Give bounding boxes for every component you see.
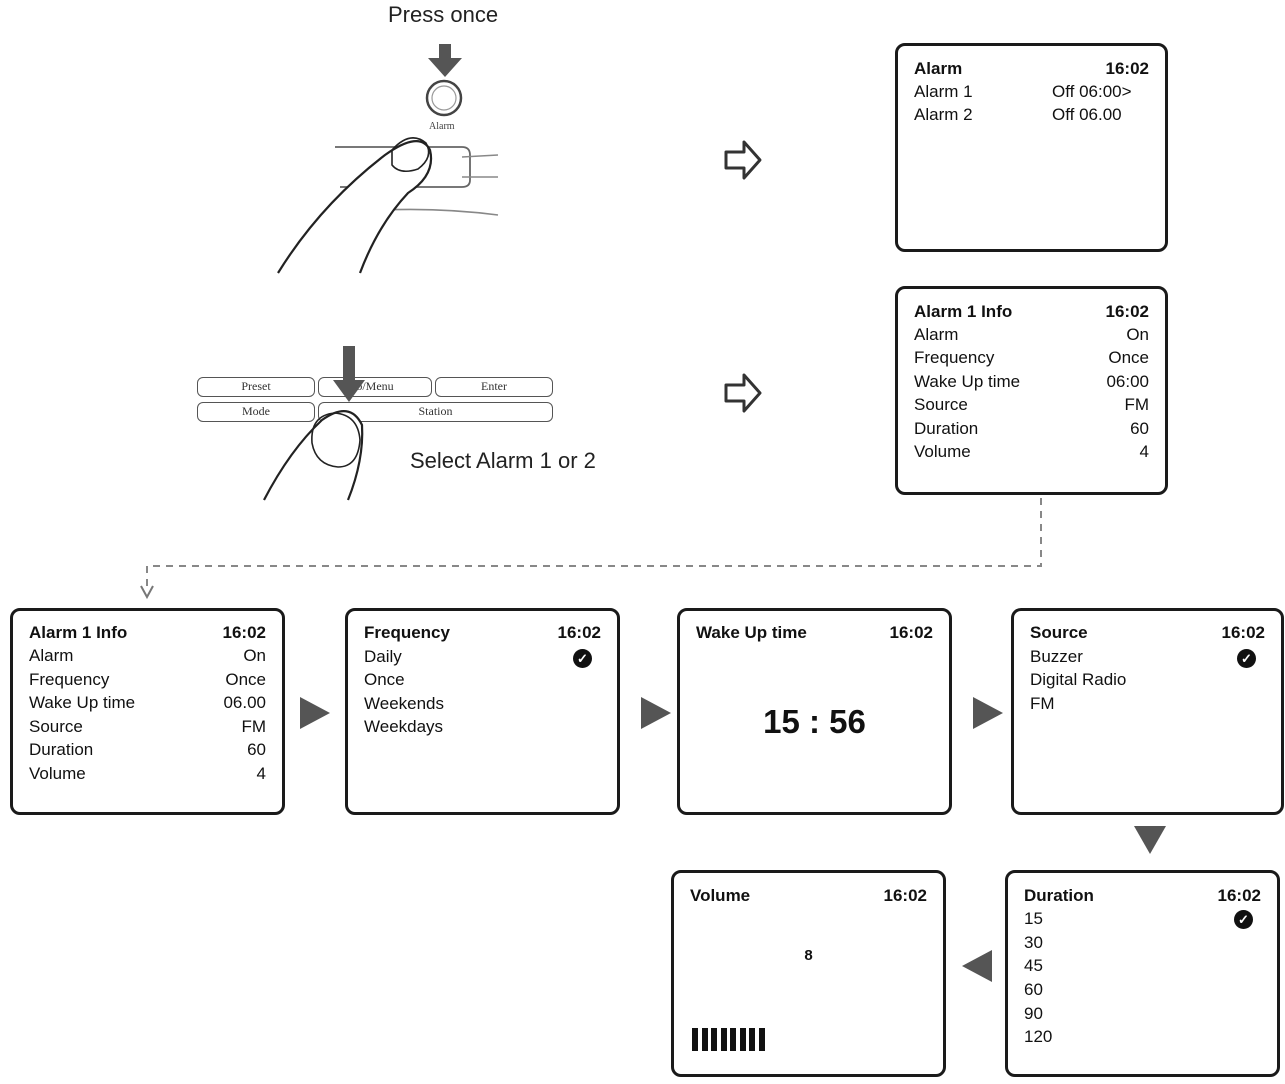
info-label: Source xyxy=(29,717,83,736)
station-button[interactable]: Station xyxy=(318,402,553,422)
volume-tick xyxy=(758,1028,765,1051)
info-value: 60 xyxy=(1130,419,1149,438)
frequency-option[interactable]: Weekdays xyxy=(364,717,444,736)
screen-time: 16:02 xyxy=(889,623,933,642)
duration-option[interactable]: 45 xyxy=(1024,956,1043,975)
screen-duration: Duration 16:02 ✓ 15 30 45 60 90 120 xyxy=(1005,870,1280,1077)
flow-arrow-down-icon xyxy=(1134,826,1166,854)
info-label: Volume xyxy=(914,442,971,461)
screen-time: 16:02 xyxy=(883,886,927,905)
info-label: Volume xyxy=(29,764,86,783)
mode-button[interactable]: Mode xyxy=(197,402,315,422)
screen-title: Frequency xyxy=(364,623,450,642)
flow-arrow-right-2-icon xyxy=(641,697,671,729)
info-value: FM xyxy=(241,717,266,736)
volume-tick xyxy=(739,1028,746,1051)
info-label: Frequency xyxy=(29,670,110,689)
info-value: 4 xyxy=(256,764,266,783)
info-value: FM xyxy=(1124,395,1149,414)
screen-title: Alarm 1 Info xyxy=(914,302,1013,321)
source-option[interactable]: Buzzer xyxy=(1030,647,1083,666)
screen-time: 16:02 xyxy=(222,623,266,642)
screen-source: Source 16:02 ✓ Buzzer Digital Radio FM xyxy=(1011,608,1284,815)
flow-arrow-left-icon xyxy=(962,950,992,982)
screen-time: 16:02 xyxy=(1217,886,1261,905)
info-value: Once xyxy=(225,670,266,689)
info-label: Wake Up time xyxy=(29,693,136,712)
screen-wakeup-time: Wake Up time 16:02 15 : 56 xyxy=(677,608,952,815)
screen-title: Duration xyxy=(1024,886,1094,905)
flow-arrow-right-3-icon xyxy=(973,697,1003,729)
screen-time: 16:02 xyxy=(1105,59,1149,78)
alarm-1-value: Off 06:00> xyxy=(1052,82,1132,101)
screen-title: Alarm 1 Info xyxy=(29,623,128,642)
screen-time: 16:02 xyxy=(557,623,601,642)
volume-tick xyxy=(720,1028,727,1051)
alarm-1-label: Alarm 1 xyxy=(914,82,973,101)
volume-tick xyxy=(749,1028,755,1051)
screen-title: Alarm xyxy=(914,59,963,78)
duration-option[interactable]: 15 xyxy=(1024,909,1043,928)
screen-title: Source xyxy=(1030,623,1088,642)
frequency-option[interactable]: Daily xyxy=(364,647,402,666)
volume-tick xyxy=(711,1028,717,1051)
frequency-option[interactable]: Once xyxy=(364,670,405,689)
info-label: Frequency xyxy=(914,348,995,367)
info-label: Source xyxy=(914,395,968,414)
caption-press-once: Press once xyxy=(388,2,499,27)
alarm-2-label: Alarm 2 xyxy=(914,105,973,124)
caption-select-alarm: Select Alarm 1 or 2 xyxy=(410,448,596,473)
info-value: Once xyxy=(1108,348,1149,367)
info-value: 06.00 xyxy=(223,693,266,712)
check-icon: ✓ xyxy=(573,649,592,668)
duration-option[interactable]: 120 xyxy=(1024,1027,1053,1046)
screen-volume: Volume 16:02 8 xyxy=(671,870,946,1077)
info-label: Alarm xyxy=(29,646,74,665)
info-label: Alarm xyxy=(914,325,959,344)
info-label: Duration xyxy=(29,740,94,759)
screen-title: Volume xyxy=(690,886,751,905)
flow-arrow-right-1-icon xyxy=(300,697,330,729)
duration-option[interactable]: 60 xyxy=(1024,980,1043,999)
frequency-option[interactable]: Weekends xyxy=(364,694,445,713)
screen-time: 16:02 xyxy=(1221,623,1265,642)
preset-button[interactable]: Preset xyxy=(197,377,315,397)
select-down-arrow-icon xyxy=(333,346,365,402)
alarm-button-icon xyxy=(425,79,463,117)
check-icon: ✓ xyxy=(1234,910,1253,929)
next-arrow-outline-1-icon xyxy=(724,140,762,180)
volume-level-bar[interactable] xyxy=(692,1028,842,1051)
volume-tick xyxy=(701,1028,708,1051)
finger-press-alarm-icon xyxy=(277,137,499,274)
duration-option[interactable]: 30 xyxy=(1024,933,1043,952)
volume-tick xyxy=(730,1028,736,1051)
source-option[interactable]: FM xyxy=(1030,694,1055,713)
alarm-2-value: Off 06.00 xyxy=(1052,105,1122,124)
enter-button[interactable]: Enter xyxy=(435,377,553,397)
volume-tick xyxy=(692,1028,698,1051)
info-value: 06:00 xyxy=(1106,372,1149,391)
screen-alarm: Alarm 16:02 Alarm 1 Off 06:00> Alarm 2 Off … xyxy=(895,43,1168,252)
info-value: On xyxy=(1126,325,1149,344)
info-value: 60 xyxy=(247,740,266,759)
next-arrow-outline-2-icon xyxy=(724,373,762,413)
screen-title: Wake Up time xyxy=(696,623,807,642)
source-option[interactable]: Digital Radio xyxy=(1030,670,1127,689)
volume-value: 8 xyxy=(804,947,813,964)
finger-select-icon xyxy=(263,410,364,501)
duration-option[interactable]: 90 xyxy=(1024,1004,1043,1023)
wakeup-time-value[interactable]: 15 : 56 xyxy=(763,703,866,740)
check-icon: ✓ xyxy=(1237,649,1256,668)
screen-time: 16:02 xyxy=(1105,302,1149,321)
info-label: Duration xyxy=(914,419,979,438)
info-value: On xyxy=(243,646,266,665)
info-label: Wake Up time xyxy=(914,372,1021,391)
alarm-button-label: Alarm xyxy=(429,121,455,132)
info-value: 4 xyxy=(1139,442,1149,461)
press-down-arrow-icon xyxy=(428,44,462,77)
screen-frequency: Frequency 16:02 ✓ Daily Once Weekends Wee… xyxy=(345,608,620,815)
